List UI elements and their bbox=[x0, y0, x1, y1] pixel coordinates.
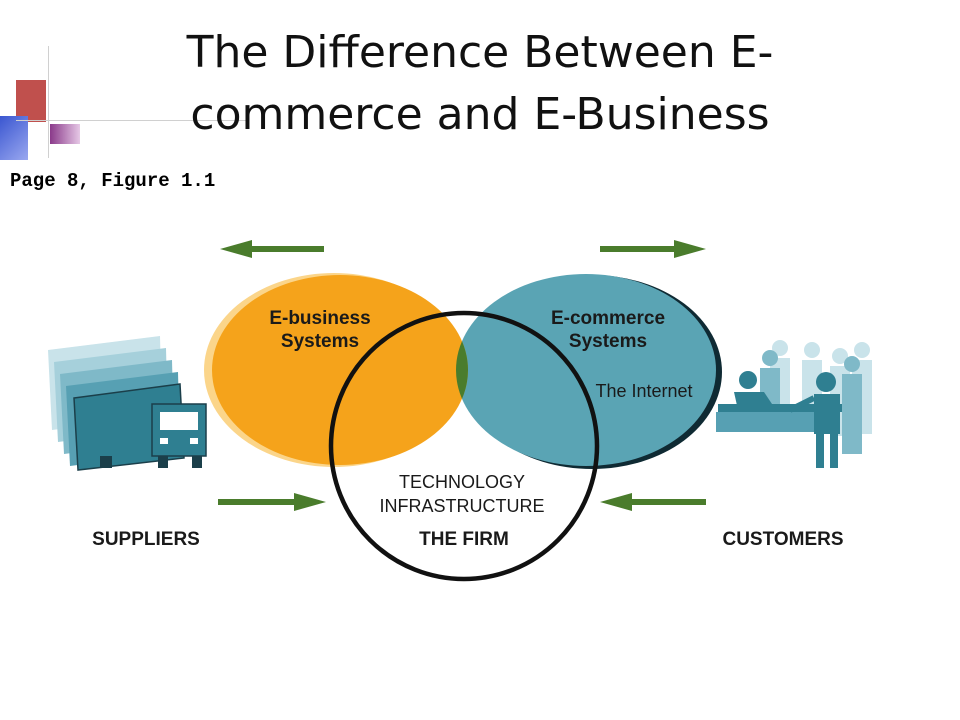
tech-infrastructure-line-1: TECHNOLOGY bbox=[399, 472, 525, 492]
accent-horizontal-line bbox=[16, 120, 246, 121]
ebusiness-ellipse bbox=[212, 275, 468, 465]
firm-label: THE FIRM bbox=[419, 529, 509, 550]
customers-label: CUSTOMERS bbox=[722, 529, 843, 550]
internet-label: The Internet bbox=[595, 381, 692, 401]
ecommerce-label-line-1: E-commerce bbox=[551, 308, 665, 329]
bottom-left-arrow bbox=[218, 493, 326, 511]
accent-purple-strip bbox=[50, 124, 80, 144]
customers-people-icon bbox=[716, 340, 872, 468]
figure-reference: Page 8, Figure 1.1 bbox=[10, 170, 216, 192]
firm-circle bbox=[328, 310, 600, 582]
accent-red-square bbox=[16, 80, 46, 122]
title-line-1: The Difference Between E- bbox=[186, 27, 774, 78]
tech-infrastructure-line-2: INFRASTRUCTURE bbox=[380, 496, 545, 516]
ecommerce-label-line-2: Systems bbox=[569, 331, 647, 352]
top-right-arrow bbox=[600, 240, 706, 258]
ebusiness-label-line-2: Systems bbox=[281, 331, 359, 352]
ecommerce-ellipse bbox=[456, 274, 716, 466]
accent-blue-square bbox=[0, 116, 28, 160]
title-line-2: commerce and E-Business bbox=[190, 89, 770, 140]
bottom-right-arrow bbox=[600, 493, 706, 511]
accent-vertical-line bbox=[48, 46, 49, 158]
slide-title: The Difference Between E- commerce and E… bbox=[120, 22, 840, 146]
supplier-truck-icon bbox=[48, 336, 207, 471]
suppliers-label: SUPPLIERS bbox=[92, 529, 200, 550]
top-left-arrow bbox=[220, 240, 324, 258]
ebusiness-label-line-1: E-business bbox=[269, 308, 370, 329]
